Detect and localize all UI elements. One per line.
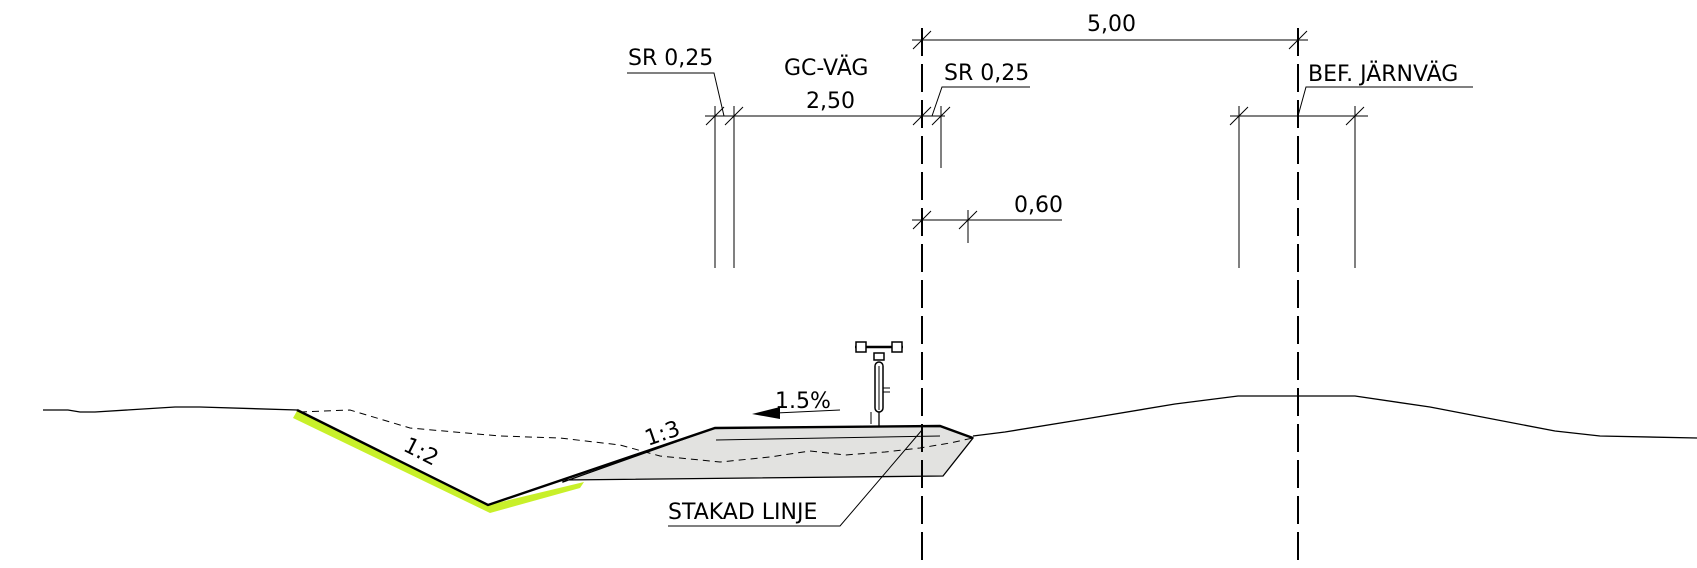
- dim-tick: [931, 106, 951, 126]
- label-gc-vag: GC-VÄG: [784, 55, 868, 81]
- leader-sr-left: [627, 72, 725, 117]
- road-embankment: [562, 425, 975, 483]
- label-cross-slope: 1.5%: [775, 389, 831, 414]
- dim-tick: [705, 106, 725, 126]
- label-offset-total: 5,00: [1087, 12, 1136, 37]
- dim-tick: [912, 106, 932, 126]
- bicycle-icon: [855, 341, 903, 426]
- leader-stakad-linje: [668, 429, 923, 527]
- cross-slope-line: [775, 409, 841, 414]
- dim-tick: [912, 30, 932, 50]
- dim-tick: [1345, 106, 1365, 126]
- existing-ground-dashed: [299, 409, 974, 463]
- slope-vegetation: [293, 411, 584, 513]
- ditch-profile: [296, 408, 974, 507]
- dim-tick: [1229, 106, 1249, 126]
- dim-tick: [1288, 30, 1308, 50]
- label-sr-right: SR 0,25: [944, 61, 1029, 86]
- label-gc-width: 2,50: [806, 89, 855, 114]
- label-sr-left: SR 0,25: [628, 46, 713, 71]
- cross-slope-arrowhead: [752, 407, 780, 419]
- ground-line: [43, 406, 298, 413]
- label-bef-jarnvag: BEF. JÄRNVÄG: [1308, 61, 1458, 87]
- leader-bef-jarnvag: [1297, 86, 1473, 117]
- label-stakad-linje: STAKAD LINJE: [668, 500, 817, 525]
- dim-tick: [724, 106, 744, 126]
- label-offset-small: 0,60: [1014, 193, 1063, 218]
- dim-tick: [912, 210, 932, 230]
- leader-sr-right: [931, 86, 1030, 117]
- road-surface-line: [715, 435, 941, 441]
- ground-line-right: [972, 395, 1697, 439]
- dim-tick: [958, 210, 978, 230]
